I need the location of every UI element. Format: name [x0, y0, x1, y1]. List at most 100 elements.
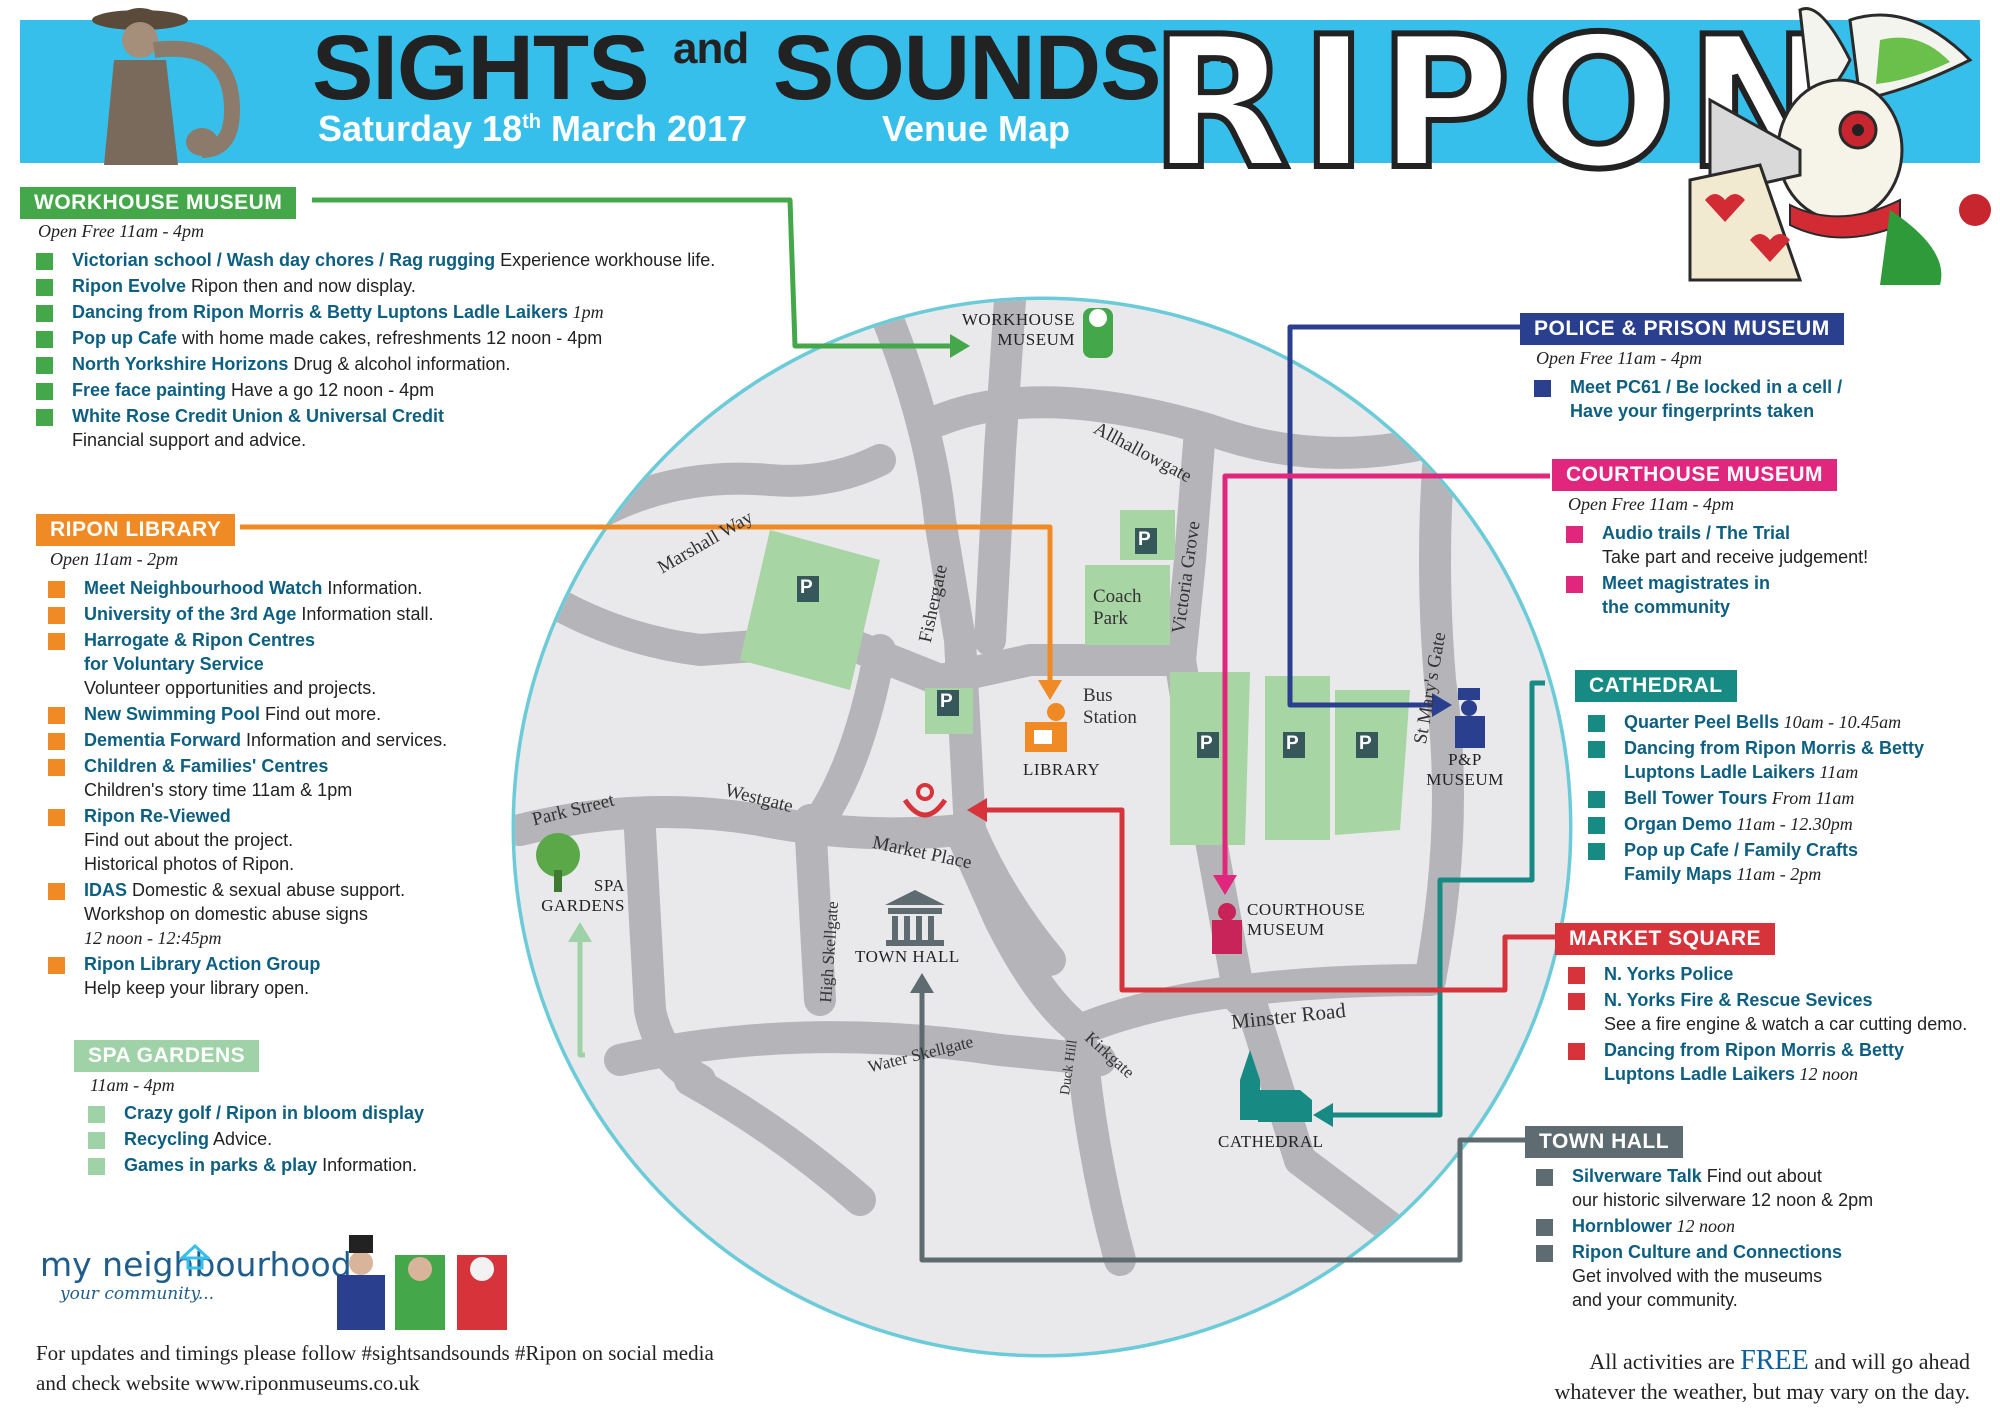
- parking-label: P: [1200, 733, 1214, 754]
- section-header-town-hall: TOWN HALL: [1525, 1126, 1684, 1158]
- bullet-icon: [1536, 1219, 1553, 1236]
- bullet-icon: [1588, 843, 1605, 860]
- workhouse-opening-times: Open Free 11am - 4pm: [38, 221, 204, 241]
- title-main: SIGHTS and SOUNDS OF: [312, 17, 1245, 119]
- list-item: Games in parks & play Information.: [88, 1153, 588, 1177]
- bullet-icon: [36, 253, 53, 270]
- bullet-icon: [36, 357, 53, 374]
- connector-lines: [240, 197, 1555, 1263]
- workhouse-icon: [1083, 308, 1113, 358]
- list-item: Meet PC61 / Be locked in a cell /Have yo…: [1534, 375, 1974, 423]
- bullet-icon: [48, 809, 65, 826]
- list-item: Quarter Peel Bells 10am - 10.45am: [1588, 710, 1988, 734]
- list-item: Ripon Evolve Ripon then and now display.: [36, 274, 796, 298]
- bullet-icon: [1588, 741, 1605, 758]
- bullet-icon: [48, 883, 65, 900]
- parking-label: P: [940, 691, 954, 712]
- cathedral-icon: [1240, 1050, 1312, 1122]
- workhouse-activity-list: Victorian school / Wash day chores / Rag…: [36, 248, 796, 454]
- bullet-icon: [88, 1106, 105, 1123]
- section-header-market-square: MARKET SQUARE: [1555, 923, 1776, 955]
- library-activity-list: Meet Neighbourhood Watch Information. Un…: [48, 576, 548, 1002]
- bullet-icon: [1568, 967, 1585, 984]
- library-icon: [1025, 703, 1067, 752]
- list-item: Meet Neighbourhood Watch Information.: [48, 576, 548, 600]
- list-item: White Rose Credit Union & Universal Cred…: [36, 404, 796, 452]
- event-date: Saturday 18th March 2017: [318, 108, 748, 149]
- bullet-icon: [88, 1158, 105, 1175]
- list-item: Organ Demo 11am - 12.30pm: [1588, 812, 1988, 836]
- bullet-icon: [48, 633, 65, 650]
- parking-label: P: [1286, 733, 1300, 754]
- bullet-icon: [1536, 1169, 1553, 1186]
- bullet-icon: [48, 581, 65, 598]
- list-item: Crazy golf / Ripon in bloom display: [88, 1101, 588, 1125]
- bullet-icon: [88, 1132, 105, 1149]
- venue-map-subtitle: Venue Map: [882, 108, 1071, 149]
- bullet-icon: [48, 957, 65, 974]
- police-opening-times: Open Free 11am - 4pm: [1536, 348, 1702, 368]
- list-item: Free face painting Have a go 12 noon - 4…: [36, 378, 796, 402]
- parking-label: P: [800, 577, 814, 598]
- section-header-cathedral: CATHEDRAL: [1575, 670, 1737, 702]
- free-activities-note: All activities are FREE and will go ahea…: [1554, 1345, 1970, 1405]
- bullet-icon: [36, 409, 53, 426]
- bullet-icon: [48, 733, 65, 750]
- section-header-ripon-library: RIPON LIBRARY: [36, 514, 236, 546]
- section-header-police-prison-museum: POLICE & PRISON MUSEUM: [1520, 313, 1844, 345]
- bullet-icon: [1568, 993, 1585, 1010]
- bullet-icon: [36, 383, 53, 400]
- bullet-icon: [36, 305, 53, 322]
- bullet-icon: [48, 707, 65, 724]
- library-opening-times: Open 11am - 2pm: [50, 549, 179, 569]
- map-label-cathedral: CATHEDRAL: [1218, 1132, 1324, 1151]
- tree-icon: [536, 833, 580, 892]
- bullet-icon: [1566, 576, 1583, 593]
- updates-note: For updates and timings please follow #s…: [36, 1341, 714, 1395]
- my-neighbourhood-logo: my neighbourhood your community...: [40, 1245, 352, 1304]
- list-item: Pop up Cafe with home made cakes, refres…: [36, 326, 796, 350]
- section-header-workhouse-museum: WORKHOUSE MUSEUM: [20, 187, 297, 219]
- museum-characters-illustration: [337, 1235, 507, 1330]
- list-item: IDAS Domestic & sexual abuse support.Wor…: [48, 878, 548, 950]
- list-item: North Yorkshire Horizons Drug & alcohol …: [36, 352, 796, 376]
- market-activity-list: N. Yorks Police N. Yorks Fire & Rescue S…: [1568, 962, 1988, 1088]
- spa-opening-times: 11am - 4pm: [90, 1075, 175, 1095]
- spa-activity-list: Crazy golf / Ripon in bloom display Recy…: [88, 1101, 588, 1179]
- market-cross-icon: [902, 783, 948, 818]
- list-item: Dancing from Ripon Morris & Betty Lupton…: [36, 300, 796, 324]
- bullet-icon: [1568, 1043, 1585, 1060]
- police-icon: [1455, 688, 1485, 748]
- title-banner: [20, 20, 1980, 163]
- courthouse-icon: [1212, 903, 1242, 954]
- list-item: Bell Tower Tours From 11am: [1588, 786, 1988, 810]
- town-hall-icon: [885, 890, 945, 946]
- parking-icons: [797, 528, 1378, 758]
- police-activity-list: Meet PC61 / Be locked in a cell /Have yo…: [1534, 375, 1974, 425]
- map-label-library: LIBRARY: [1023, 760, 1101, 779]
- bullet-icon: [48, 607, 65, 624]
- bullet-icon: [1536, 1245, 1553, 1262]
- cathedral-activity-list: Quarter Peel Bells 10am - 10.45am Dancin…: [1588, 710, 1988, 888]
- house-icon: [180, 1244, 210, 1270]
- bullet-icon: [1588, 715, 1605, 732]
- list-item: University of the 3rd Age Information st…: [48, 602, 548, 626]
- road-network: [515, 300, 1569, 1354]
- bullet-icon: [36, 279, 53, 296]
- list-item: Dementia Forward Information and service…: [48, 728, 548, 752]
- list-item: Recycling Advice.: [88, 1127, 588, 1151]
